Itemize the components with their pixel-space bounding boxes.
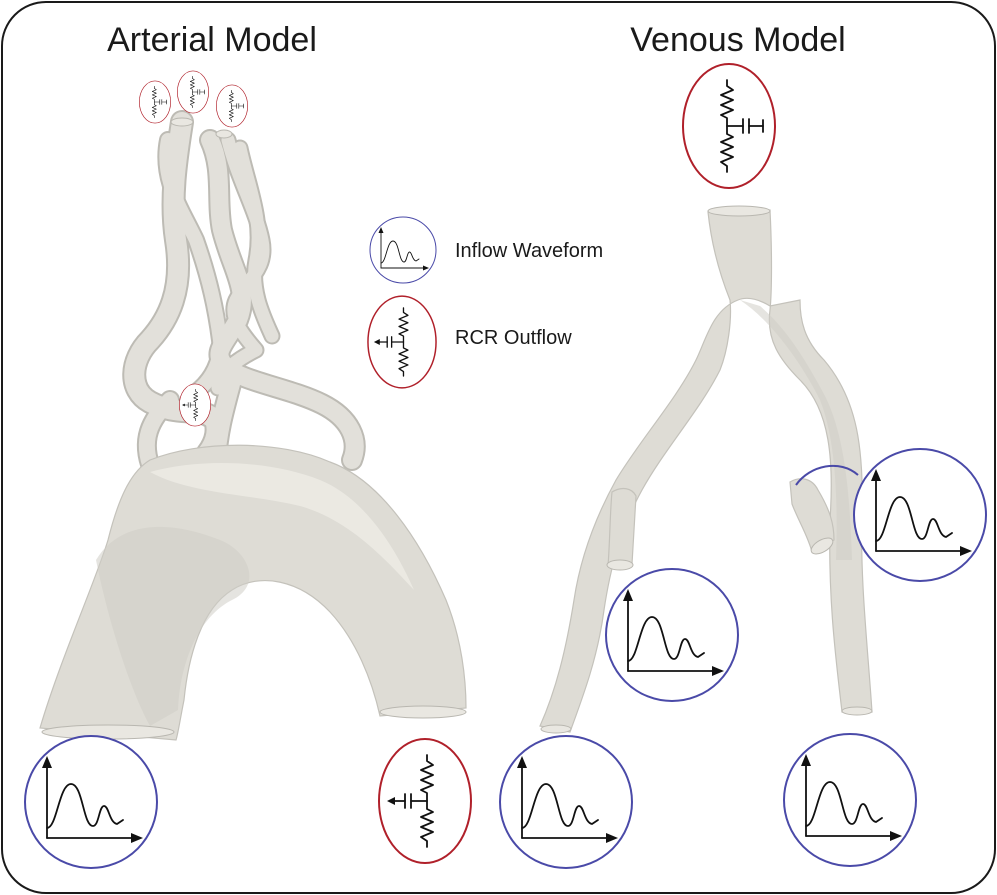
legend-outflow-label: RCR Outflow xyxy=(455,327,572,349)
rcr-circuit-icon xyxy=(177,71,208,113)
left-renal-branch xyxy=(608,489,636,566)
venous-model-title: Venous Model xyxy=(630,21,846,59)
waveform-icon xyxy=(500,736,632,868)
rcr-circuit-icon xyxy=(179,384,210,426)
legend-inflow-label: Inflow Waveform xyxy=(455,240,603,262)
waveform-icon xyxy=(606,569,738,701)
waveform-icon xyxy=(784,734,916,866)
rcr-circuit-icon xyxy=(216,85,247,127)
legend-waveform-icon xyxy=(370,217,436,283)
legend-rcr-circuit-icon xyxy=(368,296,436,388)
arterial-model-title: Arterial Model xyxy=(107,21,317,59)
rcr-circuit-icon xyxy=(139,81,170,123)
waveform-icon xyxy=(25,736,157,868)
rcr-circuit-icon xyxy=(683,64,775,188)
rcr-circuit-icon xyxy=(379,739,471,863)
